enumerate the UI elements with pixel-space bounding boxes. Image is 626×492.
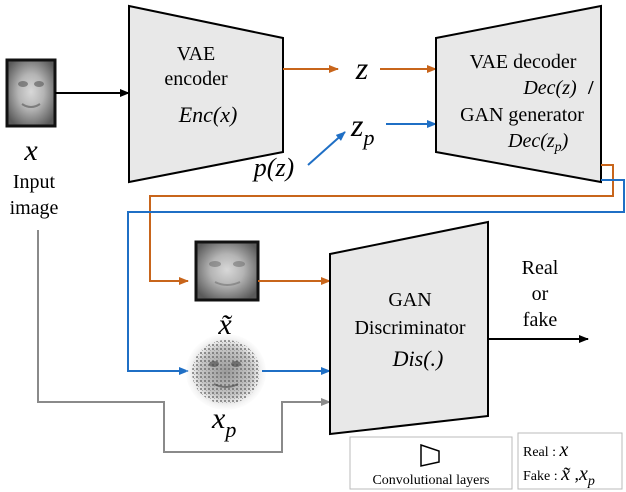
- legend-real-fake: Real : x Fake : x̃ ,xp: [517, 432, 623, 490]
- latent-z: z: [355, 50, 369, 86]
- input-label-line2: image: [10, 197, 59, 219]
- legend-fake-symbol2-sub: p: [587, 474, 595, 489]
- decoder-func2-base: Dec(z: [507, 130, 555, 152]
- legend-fake-symbol1: x̃: [560, 463, 570, 485]
- reconstructed-image: [194, 240, 260, 302]
- recon-symbol: x̃: [217, 308, 232, 341]
- input-label-line1: Input: [13, 171, 56, 193]
- encoder-line2: encoder: [164, 68, 228, 90]
- encoder-func: Enc(x): [178, 102, 238, 127]
- decoder-func2: Dec(zp): [507, 130, 569, 155]
- discriminator-block: [329, 220, 489, 436]
- legend-real: Real : x: [523, 439, 569, 461]
- legend-conv: Convolutional layers: [349, 436, 513, 490]
- legend-fake-symbol2-base: x: [578, 463, 588, 485]
- legend-real-symbol: x: [559, 439, 569, 461]
- decoder-func2-close: ): [561, 130, 569, 152]
- output-line2: or: [532, 283, 549, 305]
- output-line1: Real: [522, 257, 559, 279]
- decoder-line1: VAE decoder: [470, 51, 577, 73]
- input-symbol: x: [23, 134, 38, 167]
- legend-fake: Fake : x̃ ,xp: [523, 463, 595, 489]
- legend-real-label: Real :: [523, 445, 560, 460]
- arrow-decoder-to-recon: [149, 164, 614, 285]
- arrow-prior-to-zp: [307, 131, 346, 166]
- sample-symbol-sub: p: [223, 417, 236, 442]
- decoder-line2: GAN generator: [460, 104, 584, 126]
- decoder-block: [435, 4, 602, 184]
- discriminator-line2: Discriminator: [354, 317, 465, 339]
- legend-conv-label: Convolutional layers: [372, 473, 489, 488]
- sample-symbol-base: x: [211, 402, 226, 435]
- arrow-decoder-to-sample: [127, 179, 625, 375]
- conv-layer-icon: [420, 443, 440, 467]
- legend-fake-label: Fake :: [523, 469, 561, 484]
- arrow-input-to-discriminator: [37, 230, 331, 453]
- encoder-line1: VAE: [177, 43, 216, 65]
- decoder-func2-sub: p: [554, 140, 562, 155]
- prior-label: p(z): [252, 153, 294, 182]
- latent-zp: zp: [350, 107, 374, 150]
- decoder-func1: Dec(z): [522, 77, 577, 99]
- encoder-block: [128, 4, 284, 184]
- sample-symbol: xp: [211, 402, 236, 442]
- discriminator-line1: GAN: [388, 289, 431, 311]
- latent-zp-base: z: [350, 107, 364, 143]
- decoder-slash: /: [587, 77, 594, 99]
- legend-fake-sep: ,: [570, 464, 579, 484]
- sampled-image: [186, 334, 266, 410]
- discriminator-func: Dis(.): [392, 346, 444, 371]
- output-line3: fake: [523, 309, 558, 331]
- latent-zp-sub: p: [361, 125, 374, 150]
- input-image: [5, 58, 57, 128]
